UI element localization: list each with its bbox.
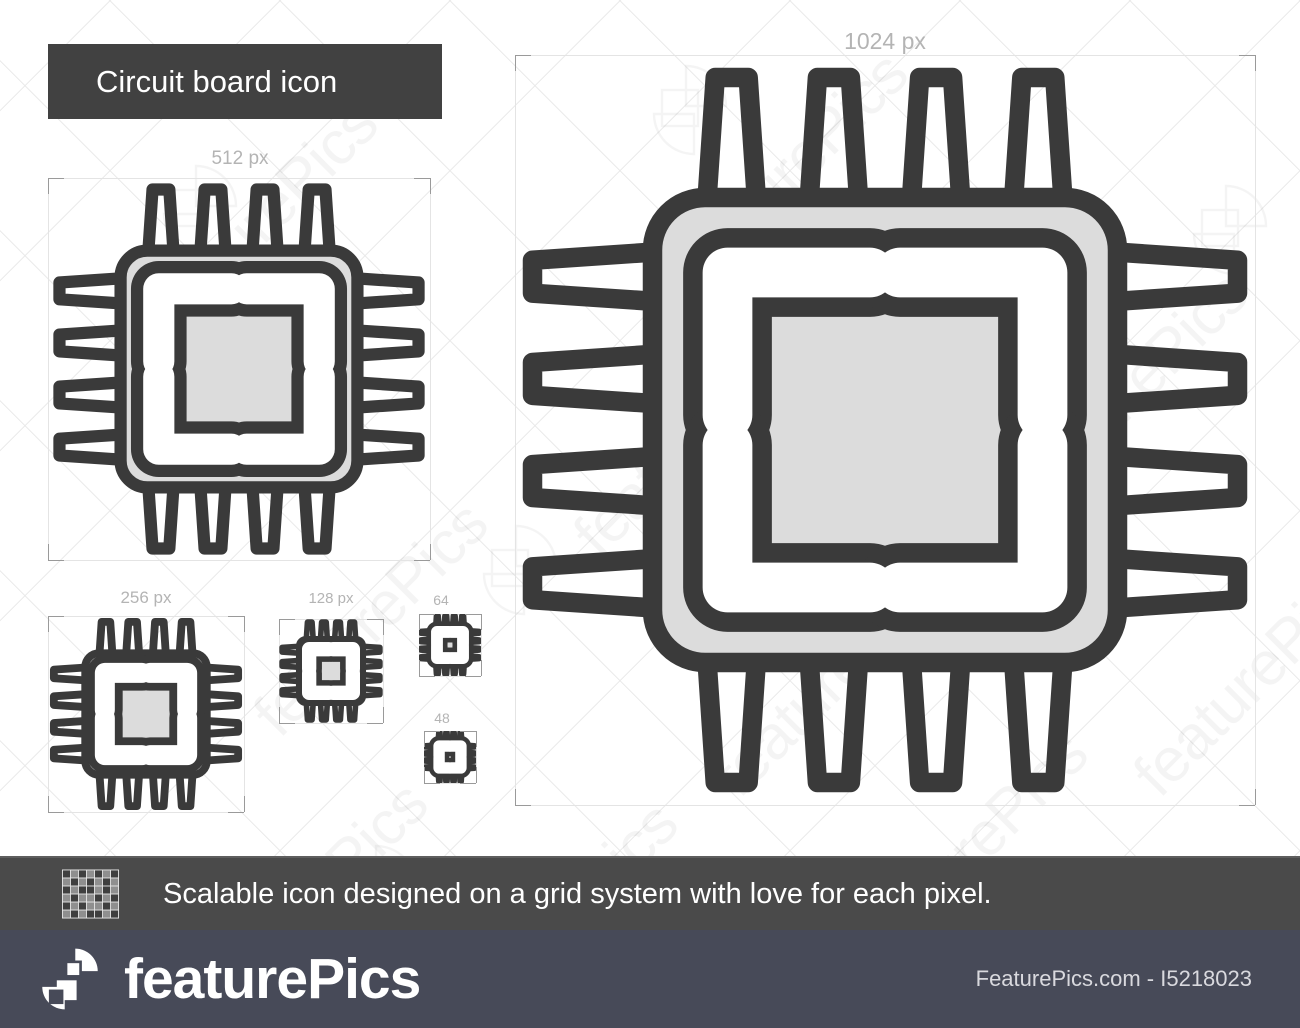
guide-line-right [244, 616, 245, 812]
guide-line-bottom [48, 812, 244, 813]
guide-line-bottom [515, 805, 1255, 806]
size-label-s64: 64 [433, 592, 449, 608]
circuit-board-icon-s128 [279, 619, 383, 723]
page-title: Circuit board icon [96, 64, 338, 99]
guide-line-right [430, 178, 431, 560]
title-banner: Circuit board icon [48, 44, 442, 119]
footer-bar: featurePics FeaturePics.com - I5218023 [0, 930, 1300, 1028]
footer-credit: FeaturePics.com - I5218023 [975, 966, 1252, 991]
tagline-bar: Scalable icon designed on a grid system … [0, 856, 1300, 930]
size-label-s48: 48 [434, 710, 450, 726]
tagline-text: Scalable icon designed on a grid system … [163, 877, 992, 910]
watermark-hairline [0, 0, 1300, 1]
pixel-grid-icon [62, 869, 119, 919]
brand-name: featurePics [124, 947, 421, 1011]
circuit-board-icon-s64 [419, 614, 481, 676]
circuit-board-icon-s256 [48, 616, 244, 812]
circuit-board-icon-s48 [424, 731, 476, 783]
guide-line-bottom [48, 560, 430, 561]
size-label-main: 1024 px [844, 28, 926, 54]
featurepics-logo-icon [34, 946, 106, 1012]
circuit-board-icon-main [510, 55, 1260, 805]
size-label-s512: 512 px [211, 148, 269, 169]
circuit-board-icon-s512 [48, 178, 430, 560]
